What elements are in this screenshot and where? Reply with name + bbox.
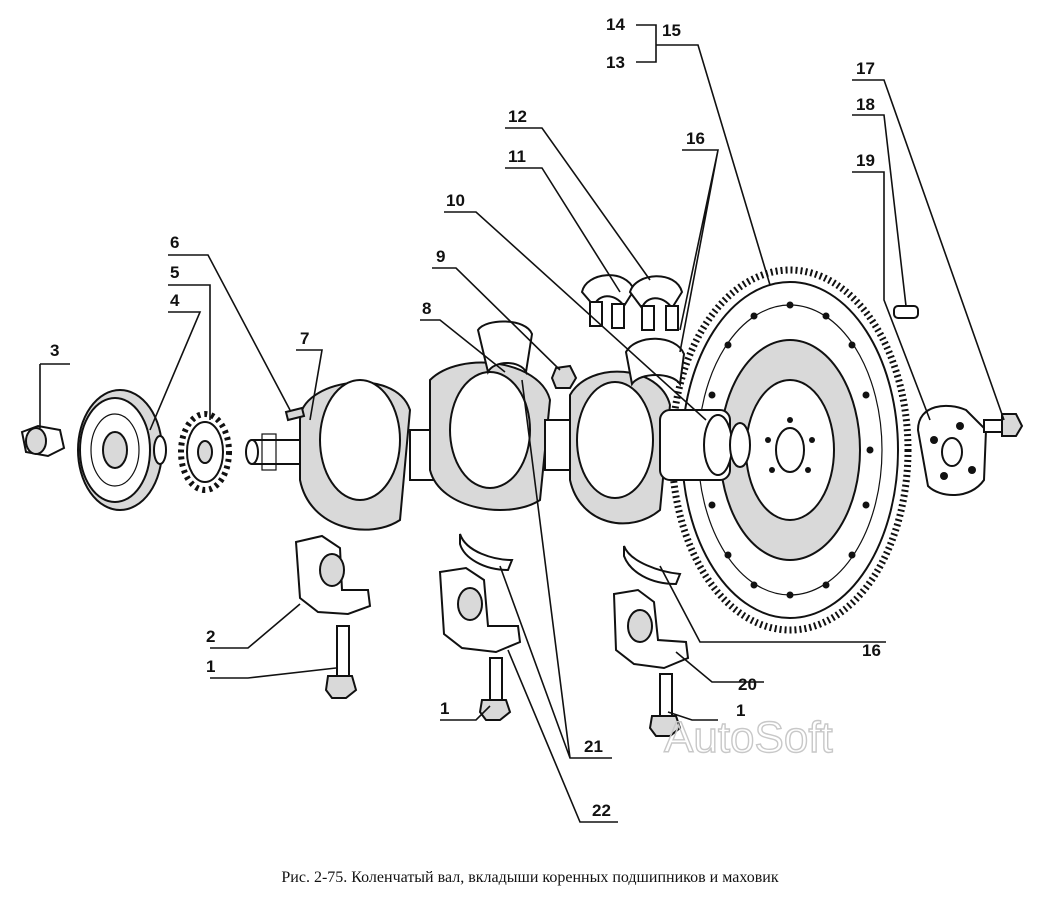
- label-21: 21: [584, 737, 603, 756]
- label-14: 14: [606, 15, 625, 34]
- bearing-cap-bolt-rear: [648, 673, 682, 737]
- label-22: 22: [592, 801, 611, 820]
- label-10: 10: [446, 191, 465, 210]
- dowel-pin: [893, 305, 919, 319]
- label-16-top: 16: [686, 129, 705, 148]
- flywheel-bolt: [983, 413, 1024, 437]
- woodruff-key: [284, 406, 306, 422]
- crankshaft-sprocket: [178, 411, 232, 493]
- label-6: 6: [170, 233, 179, 252]
- bolt-washer-plate: [916, 404, 988, 497]
- upper-main-bearing-shell: [624, 337, 686, 387]
- part-labels: 3 4 5 6 7 8 9 10 11 12 13 14 15 16 17 18…: [50, 15, 881, 820]
- crankshaft-pulley: [77, 389, 167, 511]
- pulley-bolt: [20, 424, 66, 458]
- figure-caption: Рис. 2-75. Коленчатый вал, вкладыши коре…: [281, 869, 778, 886]
- label-4: 4: [170, 291, 180, 310]
- label-19: 19: [856, 151, 875, 170]
- watermark: AutoSoft: [664, 713, 833, 762]
- label-17: 17: [856, 59, 875, 78]
- lower-bearing-shell-center: [459, 533, 514, 572]
- lower-bearing-shell-rear: [623, 545, 682, 586]
- label-15: 15: [662, 21, 681, 40]
- bearing-cap-bolt-center: [478, 657, 512, 721]
- center-bearing-cap: [438, 566, 522, 654]
- label-16-bottom: 16: [862, 641, 881, 660]
- upper-bearing-shell-center: [476, 320, 534, 376]
- label-3: 3: [50, 341, 59, 360]
- flywheel: [668, 266, 912, 634]
- label-18: 18: [856, 95, 875, 114]
- label-1-center: 1: [440, 699, 449, 718]
- label-5: 5: [170, 263, 179, 282]
- label-20: 20: [738, 675, 757, 694]
- label-9: 9: [436, 247, 445, 266]
- label-1-left: 1: [206, 657, 215, 676]
- thrust-half-rings: [580, 274, 684, 331]
- fastening-nut: [550, 364, 578, 389]
- label-1-right: 1: [736, 701, 745, 720]
- bearing-cap-bolt-front: [324, 625, 358, 699]
- label-8: 8: [422, 299, 431, 318]
- label-2: 2: [206, 627, 215, 646]
- crankshaft: [245, 361, 751, 531]
- label-13: 13: [606, 53, 625, 72]
- label-12: 12: [508, 107, 527, 126]
- label-7: 7: [300, 329, 309, 348]
- leader-lines: [39, 24, 1005, 823]
- label-11: 11: [508, 147, 526, 166]
- front-bearing-cap: [294, 534, 372, 616]
- rear-bearing-cap: [612, 588, 690, 670]
